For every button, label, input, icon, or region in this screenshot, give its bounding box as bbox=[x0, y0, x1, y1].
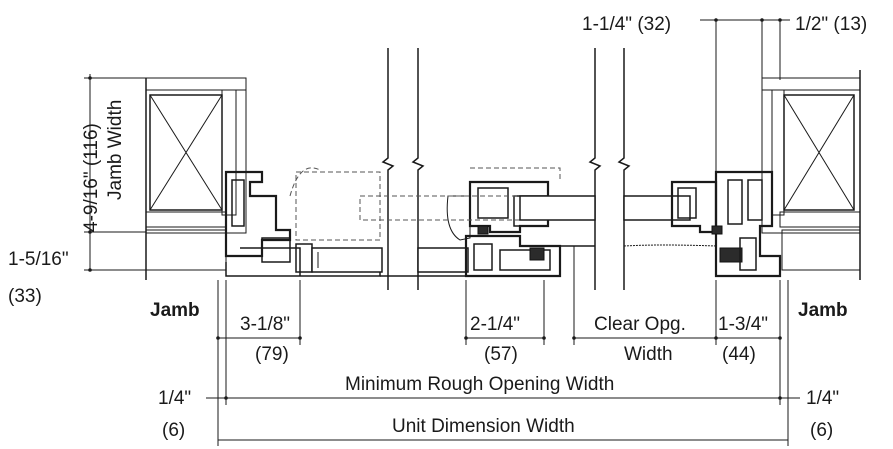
dim-top-right-label: 1/2" (13) bbox=[795, 14, 867, 35]
min-rough-opening-label: Minimum Rough Opening Width bbox=[345, 374, 614, 395]
left-frame-profile bbox=[224, 167, 383, 277]
center-interlock bbox=[359, 167, 596, 278]
left-wall bbox=[145, 77, 247, 280]
break-lines bbox=[381, 48, 631, 290]
right-frame-profile bbox=[623, 170, 782, 278]
dim-3-1-8-label: 3-1/8" bbox=[240, 314, 290, 335]
jamb-right-label: Jamb bbox=[798, 300, 848, 321]
dim-1-3-4-label: 1-3/4" bbox=[718, 314, 768, 335]
jamb-left-label: Jamb bbox=[150, 300, 200, 321]
quarter-right-mm-label: (6) bbox=[810, 420, 833, 441]
sill-dim-label: 1-5/16" bbox=[8, 249, 69, 270]
dim-2-1-4-label: 2-1/4" bbox=[470, 314, 520, 335]
dim-top-left-label: 1-1/4" (32) bbox=[582, 14, 671, 35]
unit-dimension-width-label: Unit Dimension Width bbox=[392, 416, 575, 437]
top-dimensions bbox=[700, 18, 790, 180]
left-panel-glass bbox=[380, 247, 470, 277]
dim-1-3-4-mm-label: (44) bbox=[722, 344, 756, 365]
clear-opening-label: Clear Opg. bbox=[594, 314, 686, 335]
jamb-width-dim-label: 4-9/16" (116) bbox=[81, 123, 102, 232]
right-wall bbox=[761, 70, 861, 280]
dim-2-1-4-mm-label: (57) bbox=[484, 344, 518, 365]
bottom-dimensions bbox=[206, 246, 800, 446]
quarter-right-label: 1/4" bbox=[806, 388, 839, 409]
sill-dim-mm-label: (33) bbox=[8, 286, 42, 307]
clear-opening-width-label: Width bbox=[624, 344, 673, 365]
quarter-left-label: 1/4" bbox=[158, 388, 191, 409]
left-vertical-dimensions bbox=[84, 74, 146, 272]
jamb-width-title: Jamb Width bbox=[105, 100, 126, 200]
dim-3-1-8-mm-label: (79) bbox=[255, 344, 289, 365]
quarter-left-mm-label: (6) bbox=[162, 420, 185, 441]
